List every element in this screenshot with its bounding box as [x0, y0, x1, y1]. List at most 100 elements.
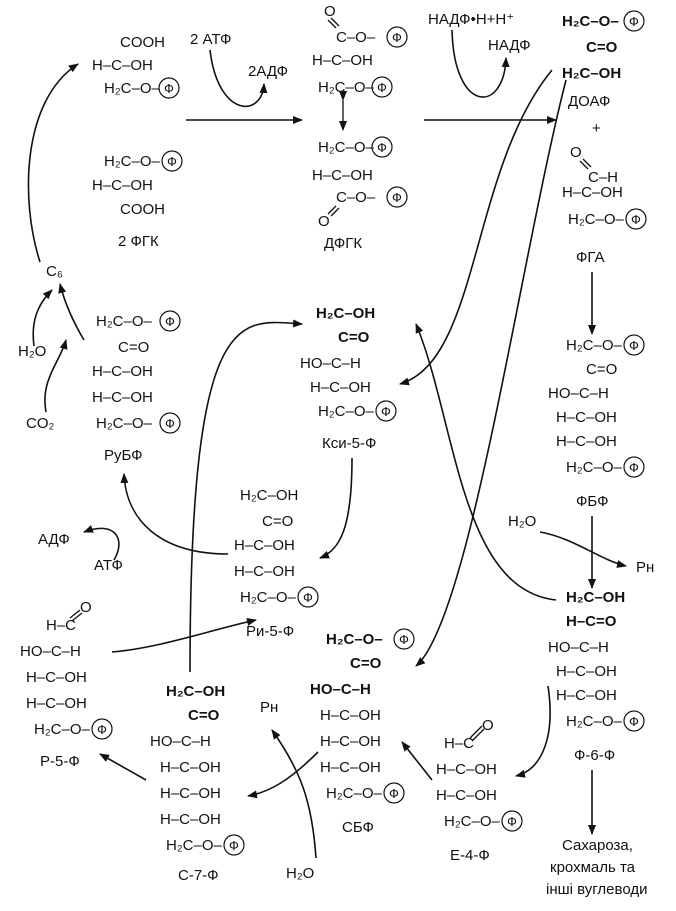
- e4f-molecule: O H–C H–C–OH H–C–OH H₂C–O– Ф: [436, 717, 523, 832]
- svg-text:H₂C–O–: H₂C–O–: [562, 13, 619, 30]
- phosphate-circle: Ф: [623, 456, 645, 478]
- svg-text:C=O: C=O: [586, 39, 618, 56]
- svg-text:H₂C–O–: H₂C–O–: [318, 139, 374, 156]
- svg-text:Ф: Ф: [507, 814, 517, 829]
- svg-text:Ф: Ф: [389, 786, 399, 801]
- svg-text:C=O: C=O: [350, 655, 382, 672]
- atf2-label: 2 АТФ: [190, 31, 231, 48]
- svg-text:крохмаль та: крохмаль та: [550, 859, 636, 876]
- svg-text:Ф: Ф: [631, 212, 641, 227]
- svg-text:H₂C–O–: H₂C–O–: [104, 153, 160, 170]
- svg-text:C=O: C=O: [586, 361, 617, 378]
- svg-text:H–C–OH: H–C–OH: [436, 787, 497, 804]
- svg-text:H–C–OH: H–C–OH: [92, 363, 153, 380]
- svg-text:C=O: C=O: [338, 329, 370, 346]
- doaf-molecule: H₂C–O– Ф C=O H₂C–OH: [562, 10, 645, 82]
- phosphate-circle: Ф: [159, 310, 181, 332]
- svg-text:H–C–OH: H–C–OH: [556, 409, 617, 426]
- svg-text:H₂C–OH: H₂C–OH: [562, 65, 621, 82]
- arrow-doaf-to-ksi: [399, 69, 553, 386]
- svg-text:Ф: Ф: [629, 338, 639, 353]
- svg-text:H–C–OH: H–C–OH: [234, 537, 295, 554]
- nadf-label: НАДФ: [488, 37, 531, 54]
- arrow-h2o-pn-right: [539, 531, 627, 568]
- svg-text:HO–C–H: HO–C–H: [310, 681, 371, 698]
- svg-text:H–C–OH: H–C–OH: [562, 184, 623, 201]
- ksi5f-molecule: H₂C–OH C=O HO–C–H H–C–OH H₂C–O– Ф: [300, 305, 397, 422]
- svg-text:Ф: Ф: [167, 154, 177, 169]
- phosphate-circle: Ф: [375, 400, 397, 422]
- arrow-p5f-to-ri5f: [111, 618, 257, 653]
- arrow-ksi-to-ri5f: [319, 457, 353, 559]
- phosphate-circle: Ф: [623, 10, 645, 32]
- svg-text:H–C–OH: H–C–OH: [234, 563, 295, 580]
- svg-text:H–C: H–C: [444, 735, 474, 752]
- svg-text:Ф: Ф: [381, 404, 391, 419]
- svg-text:H–C–OH: H–C–OH: [92, 177, 153, 194]
- svg-text:H–C–OH: H–C–OH: [160, 759, 221, 776]
- svg-text:Ф: Ф: [377, 80, 387, 95]
- svg-text:H–C–OH: H–C–OH: [92, 57, 153, 74]
- f6f-label: Ф-6-Ф: [574, 747, 615, 764]
- sbf-label: СБФ: [342, 819, 374, 836]
- svg-text:O: O: [80, 599, 92, 616]
- fgk-bottom-molecule: H₂C–O– Ф H–C–OH COOH: [92, 150, 183, 218]
- svg-text:H₂C–OH: H₂C–OH: [316, 305, 375, 322]
- arrow-s7f-to-p5f: [99, 753, 147, 781]
- arrow-s7f-to-ksi: [189, 319, 303, 673]
- arrow-h2o-to-pn: [271, 729, 317, 859]
- phosphate-circle: Ф: [371, 76, 393, 98]
- fgk-label: 2 ФГК: [118, 233, 159, 250]
- fgk-top-molecule: COOH H–C–OH H₂C–O– Ф: [92, 34, 180, 99]
- svg-text:H–C–OH: H–C–OH: [312, 167, 373, 184]
- svg-text:Ф: Ф: [164, 81, 174, 96]
- svg-text:H–C–OH: H–C–OH: [556, 433, 617, 450]
- svg-text:Ф: Ф: [377, 140, 387, 155]
- pn-mid-label: Pн: [260, 699, 278, 716]
- svg-text:H–C–OH: H–C–OH: [310, 379, 371, 396]
- arrow-atp-adp: [209, 49, 268, 108]
- svg-text:H₂C–O–: H₂C–O–: [444, 813, 500, 830]
- svg-text:H–C–OH: H–C–OH: [26, 669, 87, 686]
- svg-text:H₂C–O–: H₂C–O–: [318, 403, 374, 420]
- atf-label: АТФ: [94, 557, 123, 574]
- arrow-co2-to-rubf: [44, 339, 68, 413]
- arrow-e4f-to-sbf: [401, 741, 433, 781]
- phosphate-circle: Ф: [623, 334, 645, 356]
- fbf-molecule: H₂C–O– Ф C=O HO–C–H H–C–OH H–C–OH H₂C–O–…: [548, 334, 645, 478]
- phosphate-circle: Ф: [161, 150, 183, 172]
- adf-label: АДФ: [38, 531, 70, 548]
- svg-text:Ф: Ф: [629, 714, 639, 729]
- svg-text:Сахароза,: Сахароза,: [562, 837, 633, 854]
- svg-text:O: O: [318, 213, 330, 230]
- svg-text:H₂C–O–: H₂C–O–: [318, 79, 374, 96]
- svg-text:Ф: Ф: [629, 460, 639, 475]
- svg-text:H–C–OH: H–C–OH: [556, 663, 617, 680]
- svg-text:H–C–OH: H–C–OH: [320, 707, 381, 724]
- arrow-doaf-to-sbf: [415, 79, 567, 667]
- arrow-sbf-to-s7f: [247, 751, 319, 799]
- doaf-label: ДОАФ: [568, 93, 610, 110]
- c6-label: C₆: [46, 263, 63, 280]
- svg-text:H₂C–O–: H₂C–O–: [240, 589, 296, 606]
- svg-text:HO–C–H: HO–C–H: [548, 385, 609, 402]
- svg-text:Ф: Ф: [229, 838, 239, 853]
- svg-text:Ф: Ф: [303, 590, 313, 605]
- svg-text:C=O: C=O: [188, 707, 220, 724]
- svg-text:H–C=O: H–C=O: [566, 613, 617, 630]
- svg-text:H₂C–O–: H₂C–O–: [326, 631, 383, 648]
- phosphate-circle: Ф: [91, 718, 113, 740]
- rubf-molecule: H₂C–O– Ф C=O H–C–OH H–C–OH H₂C–O– Ф: [92, 310, 181, 434]
- p5f-molecule: O H–C HO–C–H H–C–OH H–C–OH H₂C–O– Ф: [20, 599, 113, 740]
- svg-text:C–O–: C–O–: [336, 29, 376, 46]
- fbf-label: ФБФ: [576, 493, 608, 510]
- e4f-label: Е-4-Ф: [450, 847, 490, 864]
- arrow-nadph-nadp: [451, 29, 510, 98]
- phosphate-circle: Ф: [223, 834, 245, 856]
- svg-text:HO–C–H: HO–C–H: [300, 355, 361, 372]
- svg-text:Ф: Ф: [399, 632, 409, 647]
- products-label: Сахароза, крохмаль та інші вуглеводи: [546, 837, 647, 898]
- svg-text:H₂C–O–: H₂C–O–: [96, 313, 152, 330]
- svg-text:H₂C–O–: H₂C–O–: [566, 337, 622, 354]
